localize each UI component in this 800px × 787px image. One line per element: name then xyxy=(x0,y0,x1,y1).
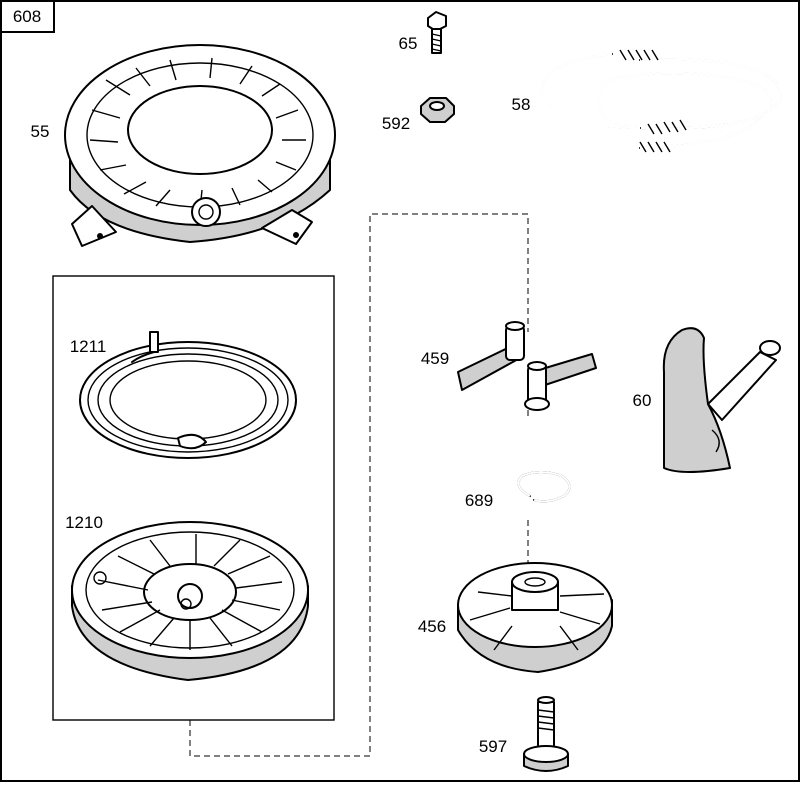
recoil-spring xyxy=(79,331,297,459)
label-pulley: 1210 xyxy=(65,513,103,532)
starter-rope xyxy=(540,49,782,153)
label-hex-nut: 592 xyxy=(382,114,410,133)
label-bolt: 65 xyxy=(399,34,418,53)
retainer-ring xyxy=(517,471,571,503)
label-recoil-spring: 1211 xyxy=(70,337,107,356)
label-recoil-housing: 55 xyxy=(31,122,50,141)
starter-handle xyxy=(662,327,781,473)
pawl xyxy=(457,321,597,411)
label-pawl: 459 xyxy=(421,349,449,368)
label-pawl-retainer: 456 xyxy=(418,617,446,636)
screw xyxy=(523,696,569,772)
kit-box xyxy=(52,275,335,721)
hex-nut xyxy=(420,97,455,123)
assembly-dashed-lines xyxy=(189,213,529,757)
label-retainer-ring: 689 xyxy=(465,491,493,510)
sheet-number: 608 xyxy=(13,7,41,26)
pulley xyxy=(71,521,309,681)
recoil-housing xyxy=(64,44,336,247)
label-starter-handle: 60 xyxy=(633,391,652,410)
label-screw: 597 xyxy=(479,737,507,756)
bolt xyxy=(427,11,447,54)
pawl-retainer xyxy=(457,562,613,673)
label-starter-rope: 58 xyxy=(512,95,531,114)
sheet-number-box: 608 xyxy=(0,0,55,33)
